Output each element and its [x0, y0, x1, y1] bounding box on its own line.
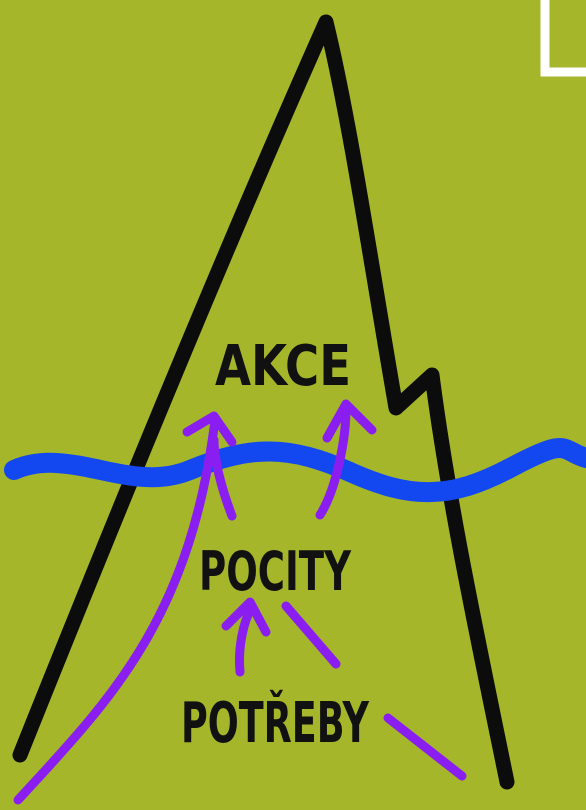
label-akce: AKCE [215, 334, 351, 399]
label-potreby: POTŘEBY [181, 691, 370, 756]
label-pocity: POCITY [199, 540, 352, 603]
